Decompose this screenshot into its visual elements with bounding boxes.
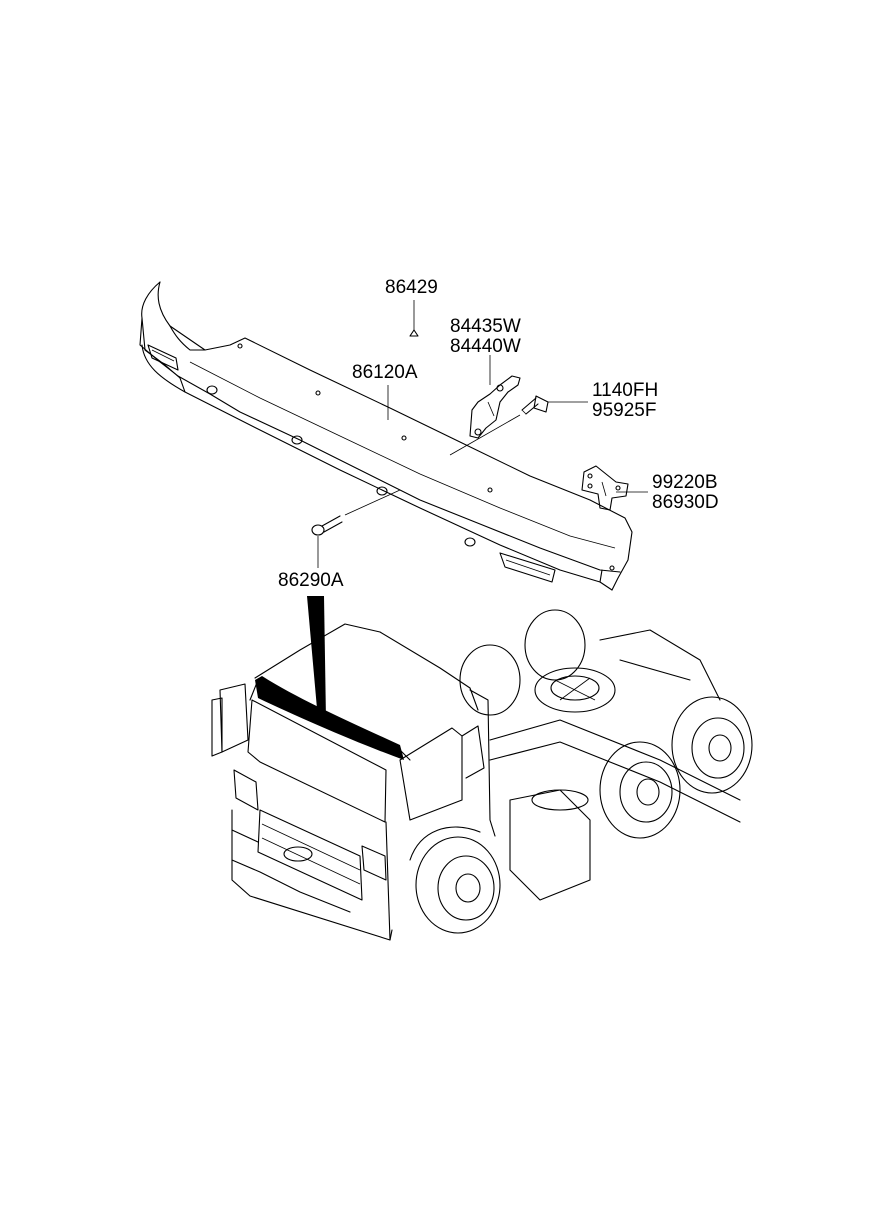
label-86429: 86429 [385,277,438,298]
label-84440W: 84440W [450,336,521,357]
label-99220B: 99220B [652,472,718,493]
bracket-99220B [581,465,629,511]
part-labels: 86429 84435W 84440W 86120A 1140FH 95925F… [278,277,719,591]
label-86290A: 86290A [278,570,344,591]
label-86120A: 86120A [352,362,418,383]
label-95925F: 95925F [592,400,656,421]
leader-lines [317,300,648,568]
bolt-1140FH [521,395,549,415]
screw-86290A [311,515,343,536]
clip-86429 [409,329,419,337]
truck-illustration [211,609,753,941]
location-arrow [307,596,326,720]
label-86930D: 86930D [652,492,719,513]
label-84435W: 84435W [450,316,521,337]
sun-visor [139,281,633,591]
bracket-84435W [469,375,521,439]
label-1140FH: 1140FH [592,380,658,401]
